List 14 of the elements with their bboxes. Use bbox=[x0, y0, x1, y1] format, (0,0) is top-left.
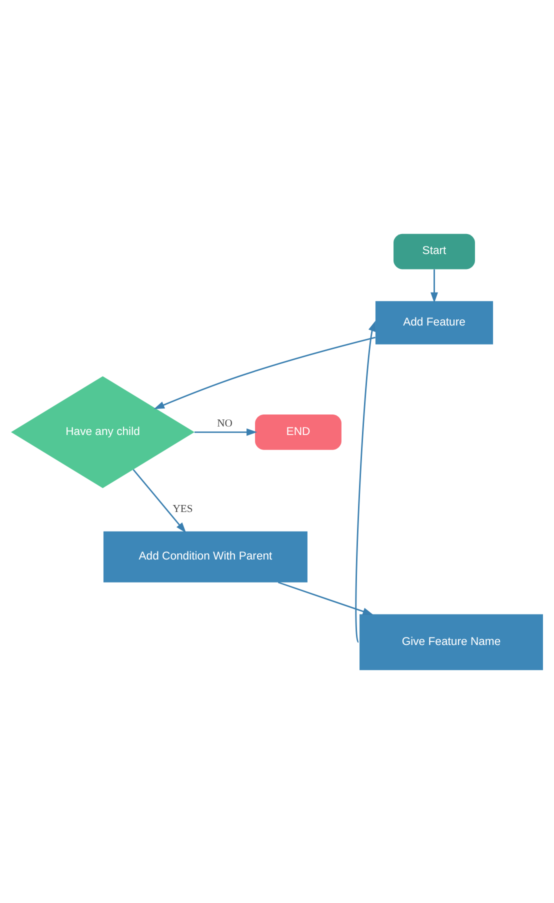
node-box: END bbox=[255, 414, 342, 450]
node-box: Add Condition With Parent bbox=[103, 530, 308, 582]
arrow bbox=[278, 581, 374, 614]
edge-label: YES bbox=[172, 504, 193, 515]
node-box: Give Feature Name bbox=[360, 614, 543, 670]
arrow bbox=[355, 320, 376, 642]
arrow bbox=[430, 268, 438, 303]
node-box: Add Feature bbox=[375, 300, 494, 344]
arrow bbox=[154, 336, 376, 409]
node-box: Start bbox=[394, 233, 475, 269]
arrow bbox=[132, 468, 186, 532]
node-diamond: Have any child bbox=[11, 376, 194, 488]
edge-label: NO bbox=[217, 418, 232, 429]
arrow bbox=[194, 428, 258, 436]
